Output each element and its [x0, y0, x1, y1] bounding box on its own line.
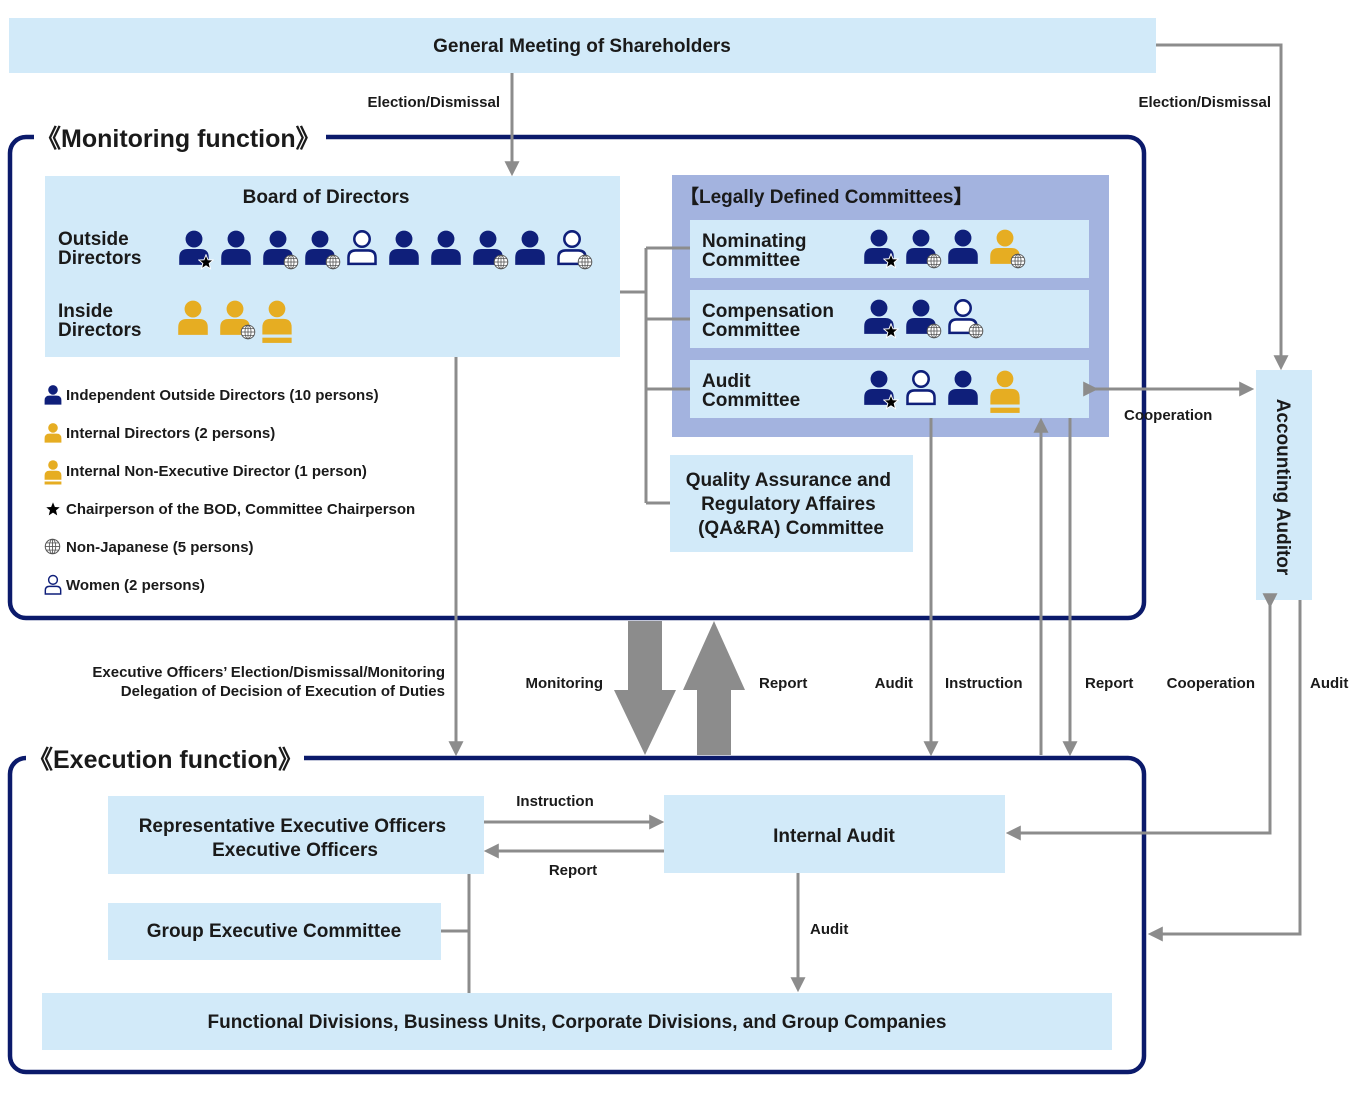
label-audit-right: Audit: [1310, 675, 1348, 692]
exec-officers-label: Representative Executive Officers Execut…: [139, 816, 452, 861]
divisions-label: Functional Divisions, Business Units, Co…: [207, 1012, 946, 1033]
legend-label: Independent Outside Directors (10 person…: [66, 387, 379, 404]
qara-committee-box: [670, 455, 913, 552]
shareholders-box: [9, 18, 1156, 73]
cooperation-arrow-bottom: [1005, 593, 1278, 841]
report-block-arrow: [683, 621, 745, 755]
monitoring-section-title: 《Monitoring function》: [36, 125, 321, 153]
committees-title: 【Legally Defined Committees】: [680, 185, 972, 208]
group-exec-committee-label: Group Executive Committee: [147, 921, 401, 942]
internal-icon: [44, 423, 62, 443]
qara-committee-label: Quality Assurance and Regulatory Affaire…: [686, 470, 896, 539]
legend-label: Women (2 persons): [66, 577, 205, 594]
label-election-right: Election/Dismissal: [1138, 94, 1271, 111]
label-cooperation-top: Cooperation: [1124, 407, 1212, 424]
label-exec-election-2: Delegation of Decision of Execution of D…: [121, 683, 445, 700]
inside-directors-label: Inside Directors: [58, 301, 141, 341]
group-exec-committee-box: [108, 903, 441, 960]
legend-label: Non-Japanese (5 persons): [66, 539, 254, 556]
label-report-big: Report: [759, 675, 807, 692]
legend: Independent Outside Directors (10 person…: [44, 385, 415, 595]
monitoring-block-arrow: [614, 621, 676, 755]
flow-arrows: [448, 43, 1302, 993]
accounting-auditor-box: [1256, 370, 1312, 600]
label-audit-inner: Audit: [810, 921, 848, 938]
execution-frame: [7, 755, 1147, 1075]
shareholders-label: General Meeting of Shareholders: [433, 36, 731, 57]
label-report-inner: Report: [549, 862, 597, 879]
label-cooperation-bottom: Cooperation: [1167, 675, 1255, 692]
audit-committee-box: [690, 360, 1089, 418]
label-instruction-inner: Instruction: [516, 793, 594, 810]
accounting-auditor-label: Accounting Auditor: [1272, 399, 1293, 576]
exec-divisions-connector: [441, 874, 471, 993]
woman-icon: [44, 574, 62, 595]
nominating-committee-label: Nominating Committee: [702, 231, 812, 271]
compensation-committee-label: Compensation Committee: [702, 301, 839, 341]
label-exec-election-1: Executive Officers’ Election/Dismissal/M…: [92, 664, 445, 681]
independent-icon: [44, 385, 62, 405]
election-arrow-right: [1156, 43, 1289, 371]
label-monitoring: Monitoring: [526, 675, 603, 692]
monitoring-frame: [7, 134, 1147, 621]
execution-section-title: 《Execution function》: [28, 746, 303, 774]
label-election-left: Election/Dismissal: [367, 94, 500, 111]
outside-directors-label: Outside Directors: [58, 229, 141, 269]
internal-audit-label: Internal Audit: [773, 826, 895, 847]
legend-label: Internal Directors (2 persons): [66, 425, 275, 442]
label-audit-mid: Audit: [875, 675, 913, 692]
internal-nonexecutive-icon: [44, 460, 62, 485]
audit-committee-label: Audit Committee: [702, 371, 800, 411]
globe-icon: [44, 538, 61, 555]
compensation-committee-icons: [864, 299, 984, 339]
audit-arrow-right: [1147, 600, 1302, 942]
board-title: Board of Directors: [243, 187, 410, 208]
exec-officers-box: [108, 796, 484, 874]
divisions-box: [42, 993, 1112, 1050]
star-icon: [44, 500, 62, 518]
legend-label: Chairperson of the BOD, Committee Chairp…: [66, 501, 415, 518]
legend-label: Internal Non-Executive Director (1 perso…: [66, 463, 367, 480]
label-report-mid: Report: [1085, 675, 1133, 692]
board-committee-connector: [620, 246, 690, 505]
label-instruction-mid: Instruction: [945, 675, 1023, 692]
internal-audit-box: [664, 795, 1005, 873]
